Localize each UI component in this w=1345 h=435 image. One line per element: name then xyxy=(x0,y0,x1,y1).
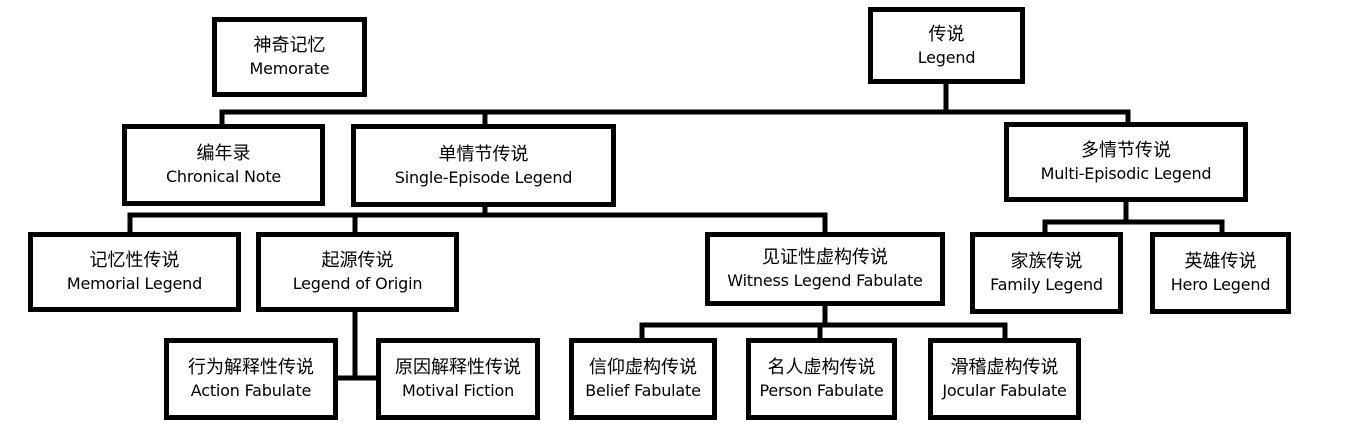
node-family-legend-zh: 家族传说 xyxy=(1010,251,1083,273)
node-family-legend-en: Family Legend xyxy=(990,275,1103,295)
node-hero-legend-en: Hero Legend xyxy=(1170,275,1271,295)
node-jocular-fabulate-zh: 滑稽虚构传说 xyxy=(950,357,1059,379)
node-jocular-fabulate: 滑稽虚构传说 Jocular Fabulate xyxy=(928,338,1081,420)
node-legend-zh: 传说 xyxy=(928,23,965,45)
node-single-episode-zh: 单情节传说 xyxy=(438,143,529,165)
node-multi-episodic: 多情节传说 Multi-Episodic Legend xyxy=(1004,122,1248,202)
connector-legend xyxy=(219,77,1131,129)
node-belief-fabulate-en: Belief Fabulate xyxy=(585,381,701,401)
node-memorial-legend: 记忆性传说 Memorial Legend xyxy=(28,232,241,312)
node-witness-legend: 见证性虚构传说 Witness Legend Fabulate xyxy=(705,232,945,306)
node-witness-legend-en: Witness Legend Fabulate xyxy=(727,271,923,291)
node-legend-of-origin-en: Legend of Origin xyxy=(292,274,423,294)
node-person-fabulate: 名人虚构传说 Person Fabulate xyxy=(746,338,897,420)
connector-multi-episodic xyxy=(1042,197,1225,237)
node-memorate-zh: 神奇记忆 xyxy=(253,35,326,57)
node-legend: 传说 Legend xyxy=(868,7,1025,84)
connector-witness xyxy=(639,301,1008,343)
node-chronical-note-zh: 编年录 xyxy=(196,143,251,165)
node-multi-episodic-zh: 多情节传说 xyxy=(1081,140,1171,162)
node-witness-legend-zh: 见证性虚构传说 xyxy=(762,247,888,269)
node-jocular-fabulate-en: Jocular Fabulate xyxy=(942,381,1067,401)
node-belief-fabulate: 信仰虚构传说 Belief Fabulate xyxy=(569,338,717,420)
node-memorial-legend-en: Memorial Legend xyxy=(66,274,203,294)
node-single-episode-en: Single-Episode Legend xyxy=(394,167,573,187)
node-motival-fiction-zh: 原因解释性传说 xyxy=(395,357,521,379)
node-hero-legend-zh: 英雄传说 xyxy=(1184,251,1257,273)
node-family-legend: 家族传说 Family Legend xyxy=(970,232,1123,314)
node-legend-of-origin: 起源传说 Legend of Origin xyxy=(256,232,459,312)
node-legend-of-origin-zh: 起源传说 xyxy=(321,250,394,272)
node-memorial-legend-zh: 记忆性传说 xyxy=(89,250,180,272)
node-belief-fabulate-zh: 信仰虚构传说 xyxy=(589,357,697,379)
node-hero-legend: 英雄传说 Hero Legend xyxy=(1150,232,1291,314)
node-person-fabulate-en: Person Fabulate xyxy=(759,381,884,401)
node-action-fabulate-en: Action Fabulate xyxy=(190,381,312,401)
connector-single-episode xyxy=(127,202,828,237)
node-legend-en: Legend xyxy=(917,47,976,67)
node-action-fabulate-zh: 行为解释性传说 xyxy=(188,357,314,379)
node-single-episode: 单情节传说 Single-Episode Legend xyxy=(351,124,616,207)
node-action-fabulate: 行为解释性传说 Action Fabulate xyxy=(164,338,338,420)
connector-origin xyxy=(328,307,383,381)
node-chronical-note-en: Chronical Note xyxy=(165,167,282,187)
node-person-fabulate-zh: 名人虚构传说 xyxy=(767,357,876,379)
node-memorate-en: Memorate xyxy=(249,59,330,79)
node-motival-fiction-en: Motival Fiction xyxy=(401,381,515,401)
node-chronical-note: 编年录 Chronical Note xyxy=(122,124,325,206)
node-memorate: 神奇记忆 Memorate xyxy=(212,17,367,97)
node-motival-fiction: 原因解释性传说 Motival Fiction xyxy=(376,338,540,420)
node-multi-episodic-en: Multi-Episodic Legend xyxy=(1040,164,1212,184)
